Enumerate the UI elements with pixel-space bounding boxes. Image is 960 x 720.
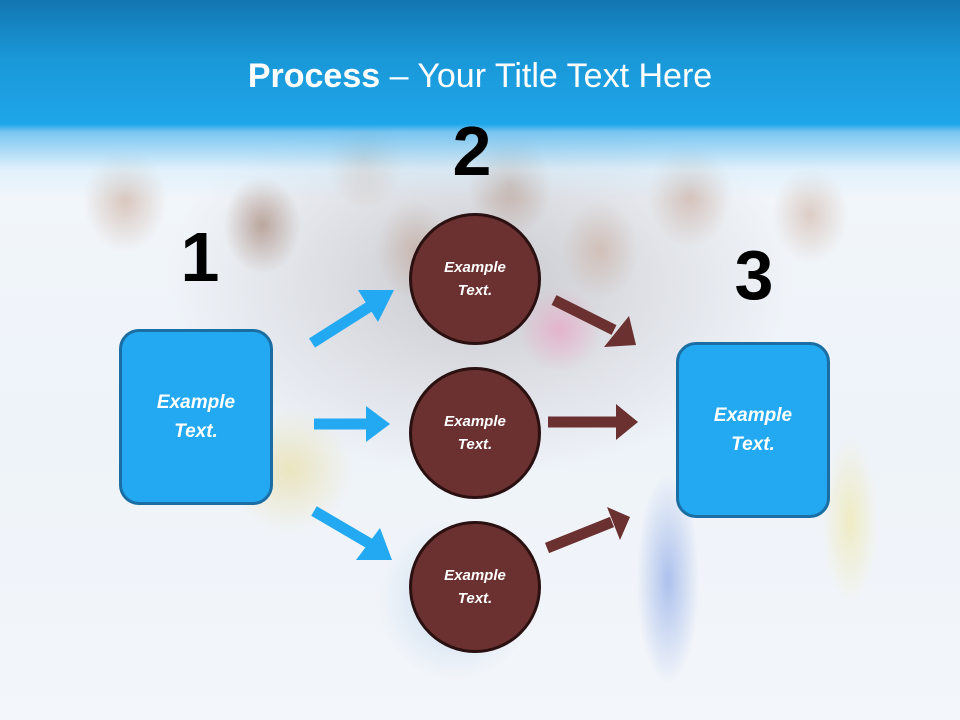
step-number-1: 1 — [180, 218, 220, 296]
step-2-circle-middle[interactable]: Example Text. — [409, 367, 541, 499]
slide-title: Process – Your Title Text Here — [0, 56, 960, 96]
step-number-3: 3 — [734, 236, 774, 314]
circle-top-text: Example Text. — [444, 259, 506, 299]
step-1-box[interactable]: Example Text. — [119, 329, 273, 505]
step-2-circle-bottom[interactable]: Example Text. — [409, 521, 541, 653]
step-number-2: 2 — [452, 112, 492, 190]
step-1-box-text: Example Text. — [156, 392, 236, 442]
title-rest: – Your Title Text Here — [380, 57, 713, 95]
step-3-box[interactable]: Example Text. — [676, 342, 830, 518]
title-band — [0, 0, 960, 200]
step-3-box-text: Example Text. — [713, 405, 793, 455]
step-2-circle-top[interactable]: Example Text. — [409, 213, 541, 345]
circle-bottom-text: Example Text. — [444, 567, 506, 607]
title-bold: Process — [247, 57, 381, 95]
circle-middle-text: Example Text. — [444, 413, 506, 453]
